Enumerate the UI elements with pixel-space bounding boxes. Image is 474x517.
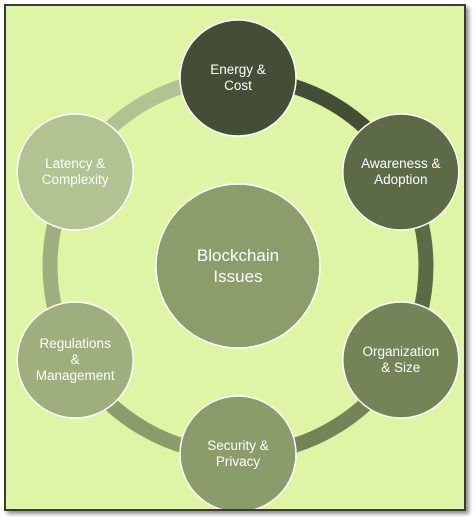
center-label: Blockchain Issues xyxy=(196,246,280,286)
diagram-frame: Blockchain Issues Energy & Cost Awarenes… xyxy=(4,4,466,511)
node-circle-latency-complexity xyxy=(16,113,134,231)
center-circle xyxy=(155,183,321,349)
node-circle-awareness-adoption xyxy=(342,113,460,231)
node-circle-regulations-management xyxy=(16,301,134,419)
node-label-security-privacy: Security & Privacy xyxy=(207,438,269,469)
node-circle-security-privacy xyxy=(179,395,297,509)
node-circles xyxy=(16,19,460,509)
node-label-latency-complexity: Latency & Complexity xyxy=(41,156,109,187)
node-label-regulations-management: Regulations & Management xyxy=(35,336,115,383)
node-label-energy-cost: Energy & Cost xyxy=(210,62,266,93)
node-circle-organization-size xyxy=(342,301,460,419)
node-circle-energy-cost xyxy=(179,19,297,137)
node-label-awareness-adoption: Awareness & Adoption xyxy=(361,156,441,187)
node-label-organization-size: Organization & Size xyxy=(362,344,440,375)
blockchain-issues-diagram xyxy=(16,19,460,509)
